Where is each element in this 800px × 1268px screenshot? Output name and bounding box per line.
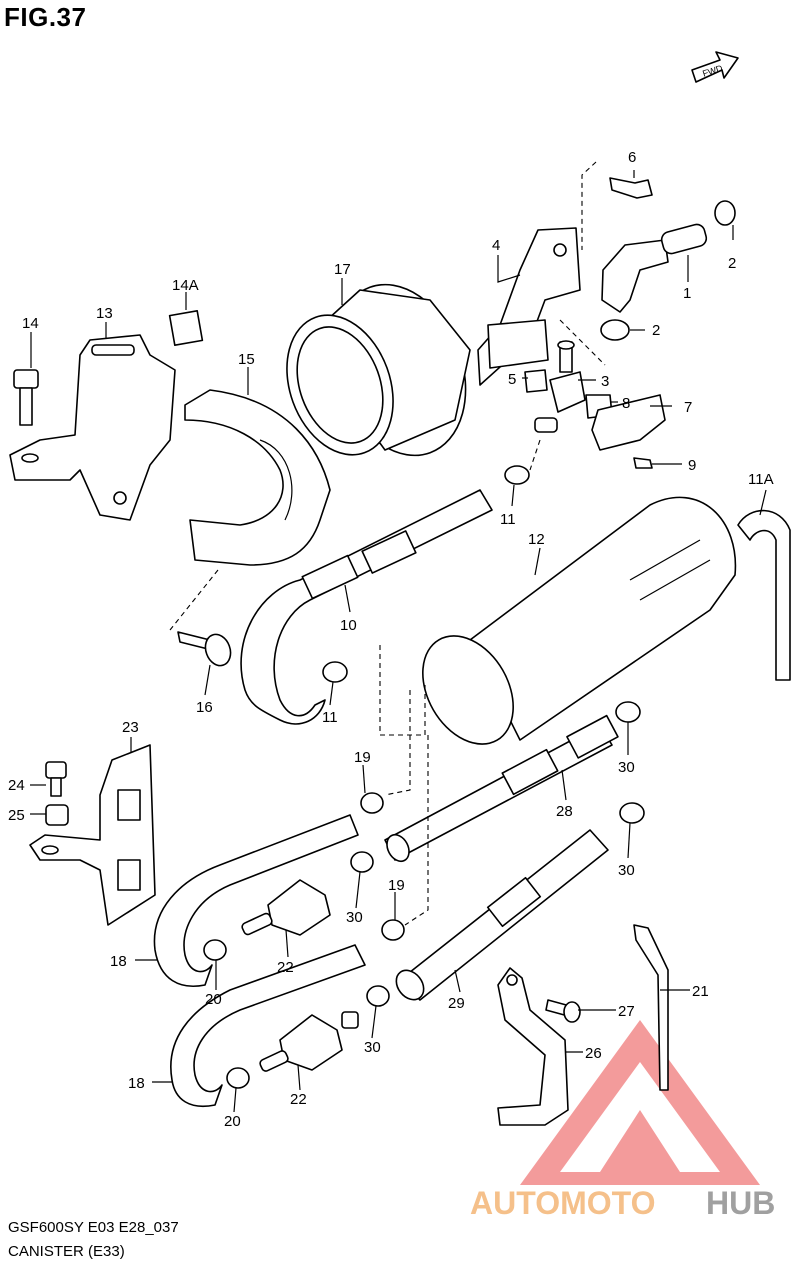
callout-12: 12 bbox=[528, 531, 545, 548]
bracket-26 bbox=[497, 967, 569, 1126]
callout-28: 28 bbox=[556, 803, 573, 820]
hose-28 bbox=[384, 714, 619, 863]
callout-11: 11 bbox=[500, 511, 516, 528]
callout-7: 7 bbox=[684, 399, 692, 416]
hose-10 bbox=[240, 489, 493, 725]
callout-8: 8 bbox=[622, 395, 630, 412]
callout-23: 23 bbox=[122, 719, 139, 736]
figure-title: FIG.37 bbox=[4, 2, 87, 32]
callout-3: 3 bbox=[601, 373, 609, 390]
callout-15: 15 bbox=[238, 351, 255, 368]
callout-20: 20 bbox=[224, 1113, 241, 1130]
callout-14: 14 bbox=[22, 315, 39, 332]
screw-27 bbox=[545, 999, 581, 1023]
bracket-7 bbox=[591, 394, 666, 451]
footer-code: GSF600SY E03 E28_037 bbox=[8, 1219, 179, 1236]
clip-19b bbox=[381, 919, 405, 941]
callout-26: 26 bbox=[585, 1045, 602, 1062]
callout-19: 19 bbox=[354, 749, 371, 766]
callout-30: 30 bbox=[364, 1039, 381, 1056]
canister-cover bbox=[286, 283, 471, 457]
hose-18a bbox=[153, 814, 359, 987]
callout-5: 5 bbox=[508, 371, 516, 388]
leader-lines bbox=[30, 170, 767, 1113]
callout-27: 27 bbox=[618, 1003, 635, 1020]
fwd-arrow-icon: FWD bbox=[691, 51, 739, 83]
callout-24: 24 bbox=[8, 777, 25, 794]
bolt-14 bbox=[13, 369, 39, 426]
callout-1: 1 bbox=[683, 285, 691, 302]
hose-29 bbox=[395, 829, 609, 1001]
mount-bracket bbox=[9, 334, 176, 521]
clip-19a bbox=[360, 792, 384, 814]
clip-11b bbox=[322, 661, 348, 683]
callout-13: 13 bbox=[96, 305, 113, 322]
callout-11: 11 bbox=[322, 709, 338, 726]
callout-25: 25 bbox=[8, 807, 25, 824]
callout-11a: 11A bbox=[748, 471, 774, 488]
callout-21: 21 bbox=[692, 983, 709, 1000]
callout-18: 18 bbox=[110, 953, 127, 970]
callout-4: 4 bbox=[492, 237, 500, 254]
callout-10: 10 bbox=[340, 617, 357, 634]
bracket-23 bbox=[29, 744, 156, 926]
callout-19: 19 bbox=[388, 877, 405, 894]
callout-20: 20 bbox=[205, 991, 222, 1008]
callout-22: 22 bbox=[290, 1091, 307, 1108]
strap-bracket bbox=[184, 389, 331, 566]
callout-2: 2 bbox=[728, 255, 736, 272]
clip-30a bbox=[615, 701, 641, 723]
callout-labels: 6 2 1 2 3 4 5 7 8 9 11 17 12 11A 10 11 1… bbox=[8, 149, 774, 1130]
clip-30b bbox=[619, 802, 645, 824]
callout-17: 17 bbox=[334, 261, 351, 278]
pad-14a bbox=[168, 309, 204, 347]
callout-6: 6 bbox=[628, 149, 636, 166]
filter-22a bbox=[241, 879, 331, 936]
clip-20b bbox=[226, 1067, 250, 1089]
callout-30: 30 bbox=[346, 909, 363, 926]
callout-16: 16 bbox=[196, 699, 213, 716]
watermark-text-a: AUTOMOTO bbox=[470, 1185, 655, 1221]
tie-band-21 bbox=[633, 924, 669, 1091]
watermark-text: AUTOMOTO HUB bbox=[470, 1185, 775, 1221]
clip-2b bbox=[600, 319, 630, 341]
clip-30d bbox=[366, 985, 390, 1007]
callout-30: 30 bbox=[618, 759, 635, 776]
canister-body bbox=[422, 496, 737, 745]
bracket-4 bbox=[477, 227, 581, 386]
callout-14a: 14A bbox=[172, 277, 199, 294]
clamp-5 bbox=[524, 369, 548, 393]
clip-2a bbox=[714, 200, 736, 226]
watermark-text-b: HUB bbox=[706, 1185, 775, 1221]
clip-11a bbox=[504, 465, 530, 485]
clip-20a bbox=[203, 939, 227, 961]
pipe-11a bbox=[737, 509, 791, 681]
callout-9: 9 bbox=[688, 457, 696, 474]
valve-3 bbox=[534, 340, 586, 433]
callout-2: 2 bbox=[652, 322, 660, 339]
footer-caption: CANISTER (E33) bbox=[8, 1243, 125, 1260]
nut-25 bbox=[45, 804, 69, 826]
callout-18: 18 bbox=[128, 1075, 145, 1092]
hose-18b bbox=[170, 944, 366, 1107]
watermark-logo bbox=[520, 1020, 760, 1185]
callout-30: 30 bbox=[618, 862, 635, 879]
clip-30c bbox=[350, 851, 374, 873]
screw-9 bbox=[633, 457, 653, 469]
screw-16 bbox=[177, 631, 232, 667]
bolt-6 bbox=[609, 177, 653, 199]
filter-22b bbox=[259, 1011, 359, 1072]
callout-29: 29 bbox=[448, 995, 465, 1012]
bolt-24 bbox=[45, 761, 67, 797]
hose-1 bbox=[601, 223, 708, 313]
callout-22: 22 bbox=[277, 959, 294, 976]
